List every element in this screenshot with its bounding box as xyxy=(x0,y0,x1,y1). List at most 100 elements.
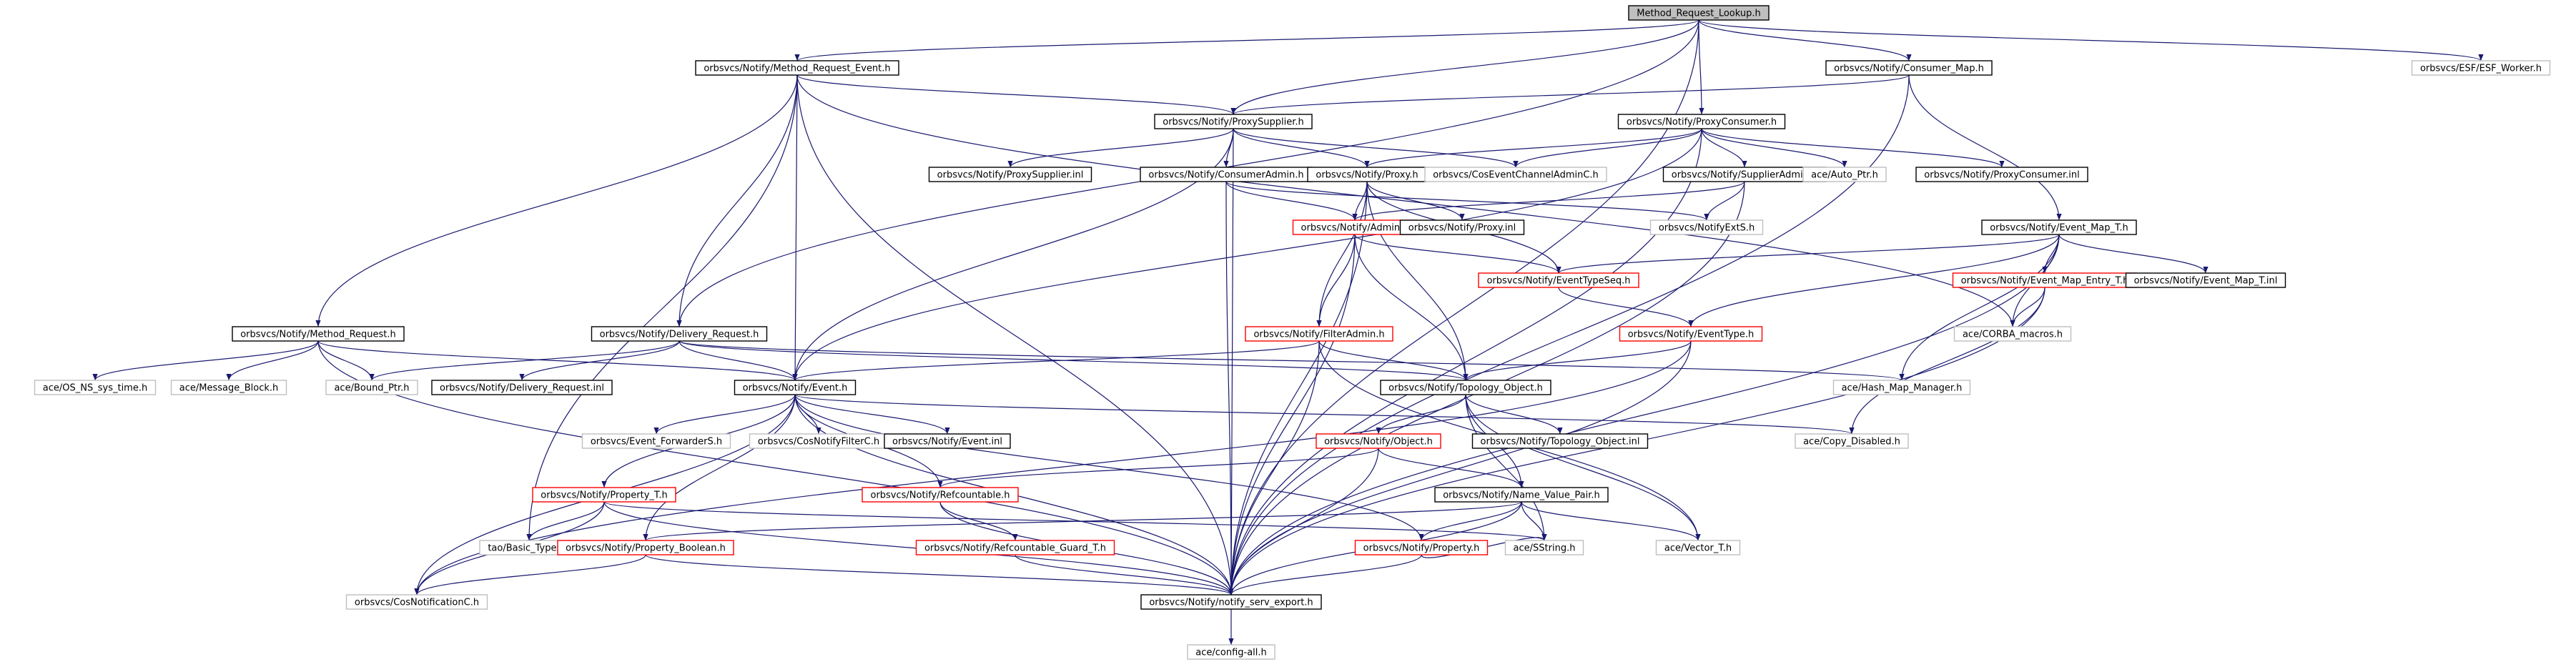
header-node-label: ace/Bound_Ptr.h xyxy=(334,383,409,394)
header-node[interactable]: orbsvcs/Notify/Event.inl xyxy=(884,433,1011,449)
dependency-edge xyxy=(1899,234,2060,381)
dependency-edge xyxy=(2058,234,2209,274)
header-node-box xyxy=(884,433,1011,449)
header-node: ace/CORBA_macros.h xyxy=(1953,326,2072,342)
dependency-edge xyxy=(796,74,1236,115)
dependency-edge xyxy=(1465,394,1563,435)
header-node[interactable]: orbsvcs/Notify/Admin.h xyxy=(1292,219,1418,235)
header-node-box xyxy=(1316,433,1441,449)
header-node-label: orbsvcs/Notify/Name_Value_Pair.h xyxy=(1443,490,1600,501)
header-node-box xyxy=(591,326,768,342)
header-node[interactable]: orbsvcs/Notify/Method_Request.h xyxy=(232,326,405,342)
header-node[interactable]: orbsvcs/Notify/Consumer_Map.h xyxy=(1825,60,1993,76)
header-node-label: orbsvcs/Notify/EventType.h xyxy=(1628,330,1755,340)
header-node-label: orbsvcs/Notify/ConsumerAdmin.h xyxy=(1148,170,1303,181)
header-node-box xyxy=(1981,219,2137,235)
header-node-label: ace/config-all.h xyxy=(1195,648,1267,658)
dependency-edge xyxy=(1688,234,2060,327)
header-node-label: orbsvcs/Notify/Topology_Object.h xyxy=(1388,383,1543,394)
dependency-edge xyxy=(1849,287,2045,435)
dependency-edge xyxy=(792,128,1234,381)
dependency-edge xyxy=(794,394,1855,435)
header-node[interactable]: orbsvcs/Notify/Event_Map_T.inl xyxy=(2125,272,2286,288)
dependency-edge xyxy=(1225,181,1709,221)
header-node[interactable]: orbsvcs/Notify/Proxy.h xyxy=(1307,167,1427,182)
dependency-edge xyxy=(676,74,798,327)
header-node[interactable]: orbsvcs/Notify/Name_Value_Pair.h xyxy=(1434,487,1609,503)
header-node-box xyxy=(581,433,731,449)
header-node: orbsvcs/CosNotifyFilterC.h xyxy=(749,433,889,449)
dependency-edge xyxy=(226,340,319,381)
dependency-edge xyxy=(796,74,2015,327)
dependency-edge xyxy=(1364,128,1702,168)
header-node-label: orbsvcs/Event_ForwarderS.h xyxy=(591,437,722,448)
header-node: orbsvcs/ESF/ESF_Worker.h xyxy=(2411,60,2551,76)
header-node[interactable]: orbsvcs/Notify/Refcountable.h xyxy=(862,487,1019,503)
dependency-edge xyxy=(1228,128,1702,596)
header-node[interactable]: orbsvcs/Notify/EventTypeSeq.h xyxy=(1478,272,1639,288)
header-node: ace/OS_NS_sys_time.h xyxy=(34,380,157,395)
dependency-edge xyxy=(1316,234,1356,327)
header-node[interactable]: orbsvcs/Notify/ProxyConsumer.h xyxy=(1617,114,1786,129)
header-node-box xyxy=(34,380,157,395)
dependency-edge xyxy=(643,394,796,541)
header-node-box xyxy=(1478,272,1639,288)
header-node-label: ace/SString.h xyxy=(1514,543,1576,554)
header-node-box xyxy=(345,594,488,610)
dependency-edge xyxy=(414,554,646,596)
header-node-box xyxy=(431,380,613,395)
dependency-edge xyxy=(1701,128,1747,168)
header-node[interactable]: orbsvcs/Notify/notify_serv_export.h xyxy=(1140,594,1322,610)
dependency-edge xyxy=(1230,19,1699,115)
dependency-edge xyxy=(1354,234,1469,381)
header-node[interactable]: orbsvcs/Notify/ProxyConsumer.inl xyxy=(1915,167,2088,182)
header-node[interactable]: orbsvcs/Notify/Topology_Object.inl xyxy=(1471,433,1649,449)
header-node[interactable]: orbsvcs/Notify/Property.h xyxy=(1354,540,1489,555)
header-node-box xyxy=(928,167,1092,182)
header-node-box xyxy=(1140,594,1322,610)
header-node-box xyxy=(557,540,734,555)
dependency-edge xyxy=(1465,394,1701,541)
header-node[interactable]: orbsvcs/Notify/Object.h xyxy=(1316,433,1441,449)
header-node[interactable]: orbsvcs/Notify/Method_Request_Event.h xyxy=(695,60,899,76)
header-node: orbsvcs/Event_ForwarderS.h xyxy=(581,433,731,449)
header-node-label: orbsvcs/CosNotificationC.h xyxy=(355,598,479,608)
header-node[interactable]: orbsvcs/Notify/Proxy.inl xyxy=(1399,219,1525,235)
header-node[interactable]: orbsvcs/Notify/Event_Map_Entry_T.h xyxy=(1952,272,2138,288)
header-node[interactable]: orbsvcs/Notify/Event_Map_T.h xyxy=(1981,219,2137,235)
header-node-box xyxy=(1617,114,1786,129)
header-node[interactable]: orbsvcs/Notify/FilterAdmin.h xyxy=(1245,326,1393,342)
header-node-label: orbsvcs/Notify/Delivery_Request.h xyxy=(600,330,759,340)
header-node: orbsvcs/CosNotificationC.h xyxy=(345,594,488,610)
header-node-box xyxy=(1628,5,1770,21)
dependency-edge xyxy=(1366,181,1465,221)
dependency-edge xyxy=(1228,181,1368,596)
dependency-edge xyxy=(1465,394,1547,541)
dependency-edge xyxy=(1225,181,1234,596)
dependency-edge xyxy=(678,340,1904,381)
header-node-box xyxy=(1154,114,1313,129)
dependency-edge xyxy=(526,74,798,541)
header-node[interactable]: orbsvcs/Notify/Property_Boolean.h xyxy=(557,540,734,555)
header-node[interactable]: orbsvcs/Notify/Topology_Object.h xyxy=(1380,380,1551,395)
header-node-label: orbsvcs/Notify/Consumer_Map.h xyxy=(1834,64,1984,74)
header-node[interactable]: orbsvcs/Notify/SupplierAdmin.h xyxy=(1662,167,1827,182)
dependency-edge xyxy=(1418,501,1522,541)
header-node-box xyxy=(1953,326,2072,342)
header-node[interactable]: orbsvcs/Notify/Event.h xyxy=(734,380,857,395)
header-node-box xyxy=(1655,540,1741,555)
header-node[interactable]: orbsvcs/Notify/ProxySupplier.inl xyxy=(928,167,1092,182)
dependency-edge xyxy=(526,501,605,541)
header-node[interactable]: orbsvcs/Notify/Property_T.h xyxy=(532,487,676,503)
header-node[interactable]: orbsvcs/Notify/Delivery_Request.inl xyxy=(431,380,613,395)
header-node[interactable]: orbsvcs/Notify/Delivery_Request.h xyxy=(591,326,768,342)
dependency-edge xyxy=(645,554,1234,596)
header-node[interactable]: orbsvcs/Notify/ConsumerAdmin.h xyxy=(1140,167,1313,182)
dependency-edge xyxy=(1698,19,1912,61)
header-node[interactable]: orbsvcs/Notify/ProxySupplier.h xyxy=(1154,114,1313,129)
header-node[interactable]: orbsvcs/Notify/EventType.h xyxy=(1619,326,1763,342)
header-node-box xyxy=(170,380,287,395)
dependency-edge xyxy=(414,340,1692,596)
dependency-edge xyxy=(1521,501,1547,541)
header-node[interactable]: orbsvcs/Notify/Refcountable_Guard_T.h xyxy=(915,540,1115,555)
